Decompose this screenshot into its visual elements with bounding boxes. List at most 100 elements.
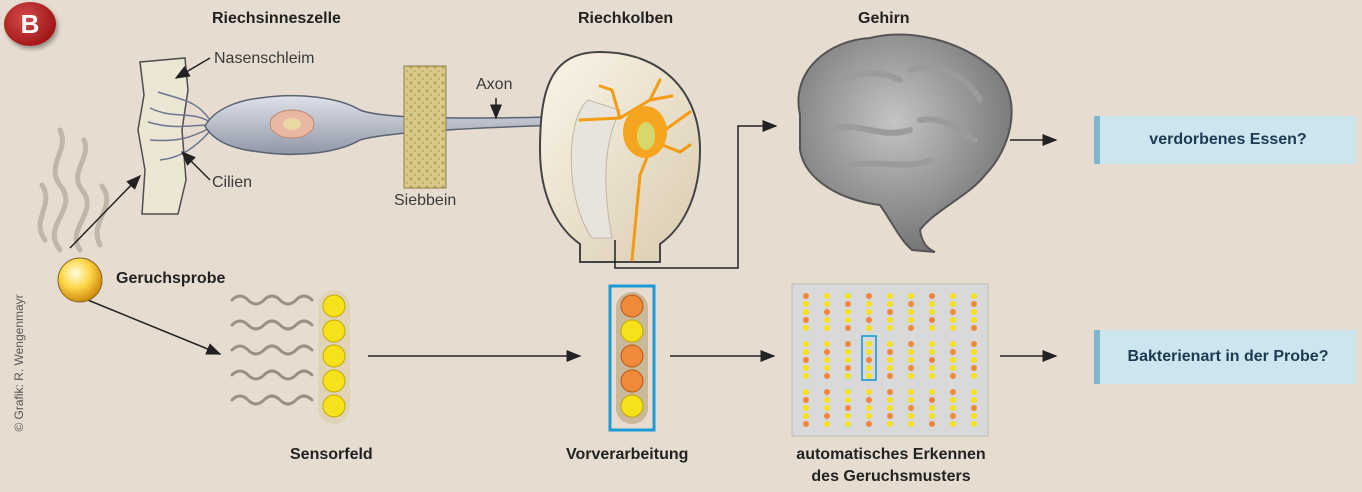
matrix-dot xyxy=(824,309,830,315)
matrix-dot xyxy=(908,349,914,355)
brain-shape xyxy=(798,35,1011,252)
matrix-dot xyxy=(887,357,893,363)
matrix-dot xyxy=(929,317,935,323)
matrix-dot xyxy=(908,317,914,323)
matrix-dot xyxy=(950,341,956,347)
matrix-dot xyxy=(887,293,893,299)
sensor-column xyxy=(318,290,350,424)
matrix-dot xyxy=(929,309,935,315)
matrix-dot xyxy=(950,397,956,403)
matrix-dot xyxy=(950,357,956,363)
matrix-dot xyxy=(824,341,830,347)
pattern-matrix-dots xyxy=(803,293,977,427)
matrix-dot xyxy=(887,365,893,371)
matrix-dot xyxy=(803,293,809,299)
odor-wisps xyxy=(40,130,107,250)
output-box-bottom: Bakterienart in der Probe? xyxy=(1094,330,1356,384)
matrix-dot xyxy=(929,389,935,395)
matrix-dot xyxy=(845,413,851,419)
matrix-dot xyxy=(908,389,914,395)
matrix-dot xyxy=(908,365,914,371)
matrix-dot xyxy=(908,421,914,427)
matrix-dot xyxy=(971,301,977,307)
matrix-dot xyxy=(824,293,830,299)
matrix-dot xyxy=(824,397,830,403)
matrix-dot xyxy=(803,325,809,331)
matrix-dot xyxy=(866,397,872,403)
matrix-dot xyxy=(866,341,872,347)
matrix-dot xyxy=(971,357,977,363)
matrix-dot xyxy=(887,421,893,427)
matrix-dot xyxy=(866,357,872,363)
matrix-dot xyxy=(971,365,977,371)
label-riechkolben: Riechkolben xyxy=(578,10,673,28)
matrix-dot xyxy=(929,397,935,403)
label-erkennen-line2: des Geruchsmusters xyxy=(780,468,1002,486)
matrix-dot xyxy=(908,325,914,331)
matrix-dot xyxy=(866,301,872,307)
label-erkennen-line1: automatisches Erkennen xyxy=(780,446,1002,464)
image-credit: © Grafik: R. Wengenmayr xyxy=(12,288,26,438)
matrix-dot xyxy=(824,301,830,307)
matrix-dot xyxy=(908,301,914,307)
matrix-dot xyxy=(803,397,809,403)
matrix-dot xyxy=(908,373,914,379)
matrix-dot xyxy=(845,365,851,371)
matrix-dot xyxy=(908,293,914,299)
matrix-dot xyxy=(950,389,956,395)
matrix-dot xyxy=(866,309,872,315)
label-vorverarbeitung: Vorverarbeitung xyxy=(566,446,688,464)
matrix-dot xyxy=(803,317,809,323)
matrix-dot xyxy=(929,405,935,411)
matrix-dot xyxy=(887,397,893,403)
matrix-dot xyxy=(908,405,914,411)
mucus-block xyxy=(138,58,188,214)
matrix-dot xyxy=(866,349,872,355)
matrix-dot xyxy=(950,413,956,419)
matrix-dot xyxy=(845,341,851,347)
matrix-dot xyxy=(824,421,830,427)
matrix-dot xyxy=(971,309,977,315)
matrix-dot xyxy=(803,365,809,371)
matrix-dot xyxy=(824,389,830,395)
matrix-dot xyxy=(803,405,809,411)
matrix-dot xyxy=(845,309,851,315)
matrix-dot xyxy=(950,293,956,299)
matrix-dot xyxy=(803,421,809,427)
matrix-dot xyxy=(887,309,893,315)
matrix-dot xyxy=(971,373,977,379)
label-riechsinneszelle: Riechsinneszelle xyxy=(212,10,341,28)
matrix-dot xyxy=(929,365,935,371)
odor-sample-ball xyxy=(58,258,102,302)
matrix-dot xyxy=(824,413,830,419)
matrix-dot xyxy=(824,325,830,331)
label-sensorfeld: Sensorfeld xyxy=(290,446,373,464)
matrix-dot xyxy=(887,341,893,347)
matrix-dot xyxy=(971,349,977,355)
matrix-dot xyxy=(929,293,935,299)
matrix-dot xyxy=(824,365,830,371)
matrix-dot xyxy=(971,317,977,323)
matrix-dot xyxy=(929,341,935,347)
matrix-dot xyxy=(929,421,935,427)
matrix-dot xyxy=(866,293,872,299)
matrix-dot xyxy=(950,309,956,315)
matrix-dot xyxy=(866,389,872,395)
matrix-dot xyxy=(950,421,956,427)
matrix-dot xyxy=(929,373,935,379)
matrix-dot xyxy=(845,389,851,395)
matrix-dot xyxy=(887,317,893,323)
matrix-dot xyxy=(929,413,935,419)
matrix-dot xyxy=(824,349,830,355)
matrix-dot xyxy=(803,301,809,307)
matrix-dot xyxy=(950,325,956,331)
matrix-dot xyxy=(803,341,809,347)
matrix-dot xyxy=(845,373,851,379)
matrix-dot xyxy=(950,365,956,371)
matrix-dot xyxy=(929,357,935,363)
matrix-dot xyxy=(971,397,977,403)
matrix-dot xyxy=(950,301,956,307)
matrix-dot xyxy=(824,357,830,363)
matrix-dot xyxy=(971,389,977,395)
